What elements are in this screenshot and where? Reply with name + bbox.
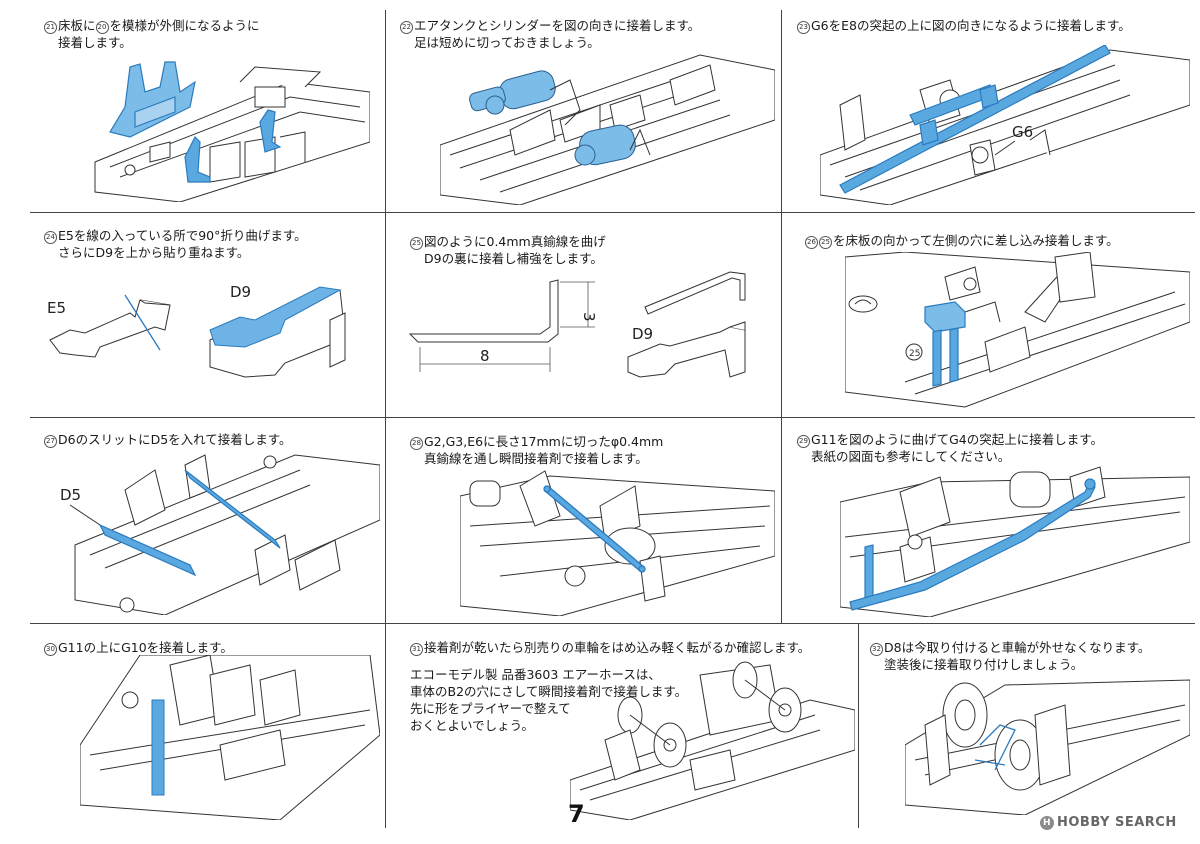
row-divider-2 [30,417,1195,418]
step-24-illustration: E5 D9 [47,283,346,378]
step-number: 30 [44,643,57,656]
step-25-illustration: 3 8 D9 [408,271,746,378]
step-number: 27 [44,435,57,448]
part-label-d9: D9 [230,283,251,301]
part-ref: 20 [95,21,109,34]
col-divider-4 [858,623,859,828]
step-number: 23 [797,21,810,34]
step-30-illustration [80,655,380,820]
part-label-g6: G6 [1012,123,1033,141]
page-number: 7 [568,800,585,828]
step-number: 29 [797,435,810,448]
step-number: 25 [410,237,423,250]
part-ref-25-marker [905,343,923,361]
part-label-d9: D9 [632,325,653,343]
step-23-illustration: G6 [820,45,1190,205]
dim-length: 8 [480,347,490,365]
step-21-illustration [94,61,370,202]
step-number: 24 [44,231,57,244]
step-29-illustration [840,466,1190,617]
part-ref: 25 [819,236,832,249]
step-32-illustration [905,679,1190,815]
step-number: 31 [410,643,423,656]
dim-height: 3 [580,312,598,322]
col-divider-1 [385,10,386,623]
step-number: 21 [44,21,57,34]
part-label-d5: D5 [60,486,81,504]
step-27-illustration: D5 [60,454,380,615]
step-31-illustration [570,661,855,820]
step-22-illustration [440,54,775,205]
part-label-e5: E5 [47,299,66,317]
step-31-note: エコーモデル製 品番3603 エアーホースは、 車体のB2の穴にさして瞬間接着剤… [410,667,688,733]
col-divider-2 [781,10,782,623]
row-divider-3 [30,623,1195,624]
svg-text:25: 25 [909,349,920,359]
brand-logo-icon: H [1040,816,1054,830]
step-26-illustration: 25 [845,252,1190,408]
step-28-illustration [460,470,775,616]
row-divider-1 [30,212,1195,213]
col-divider-3 [385,623,386,828]
step-number: 22 [400,21,413,34]
step-number: 26 [805,236,818,249]
step-number: 32 [870,643,883,656]
step-number: 28 [410,437,423,450]
